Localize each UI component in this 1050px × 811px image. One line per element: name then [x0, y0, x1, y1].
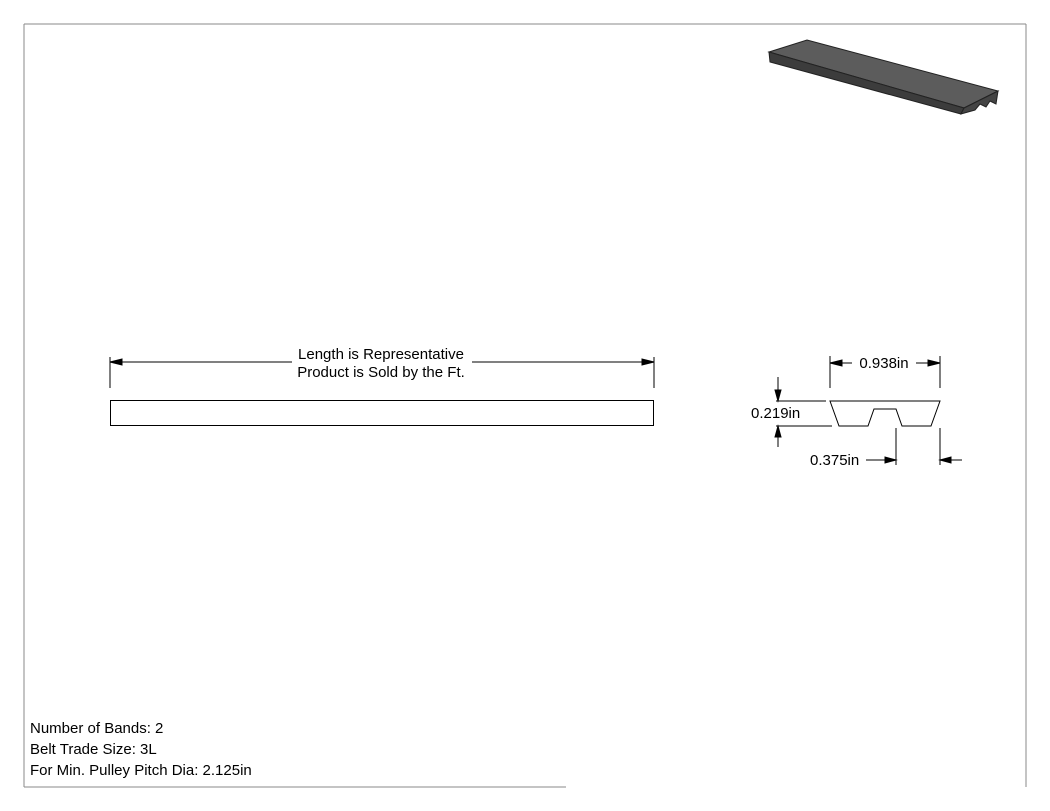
bottom-spacing-dimension	[866, 428, 962, 465]
height-dimension	[774, 377, 832, 447]
top-width-dimension	[829, 356, 941, 388]
length-view	[109, 357, 655, 426]
belt-cross-section	[829, 400, 941, 427]
dim-height-label: 0.219in	[751, 405, 800, 422]
spec-belt-trade-size: Belt Trade Size: 3L	[30, 741, 157, 758]
length-note-line1: Length is Representative	[298, 346, 464, 363]
dim-bottom-spacing-label: 0.375in	[810, 452, 859, 469]
sheet-frame	[23, 23, 1027, 788]
spec-number-of-bands: Number of Bands: 2	[30, 720, 164, 737]
dim-top-width-label: 0.938in	[859, 355, 908, 372]
length-note-line2: Product is Sold by the Ft.	[297, 364, 465, 381]
belt-3d-render	[767, 39, 1000, 115]
spec-min-pulley-pitch-dia: For Min. Pulley Pitch Dia: 2.125in	[30, 762, 252, 779]
